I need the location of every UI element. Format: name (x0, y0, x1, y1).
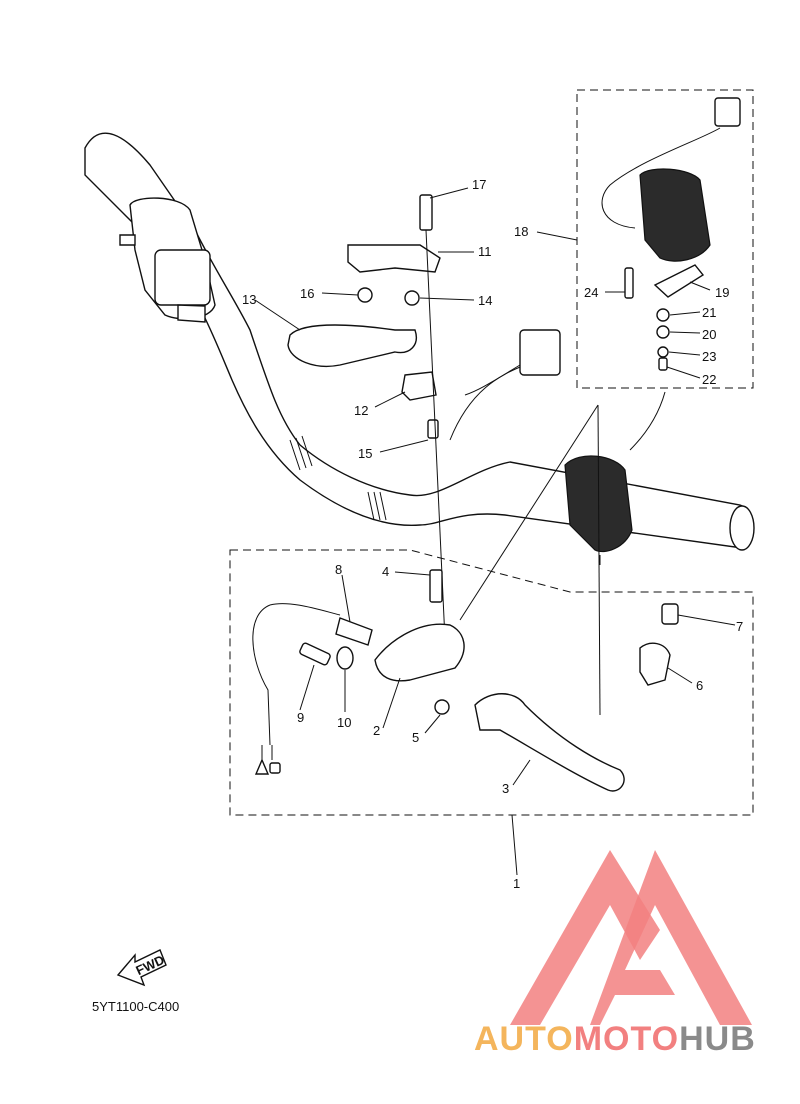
callout-6: 6 (696, 678, 703, 693)
callout-12: 12 (354, 403, 368, 418)
lever-assembly-box (229, 549, 754, 816)
callout-16: 16 (300, 286, 314, 301)
part-18-switch (601, 97, 741, 262)
callout-9: 9 (297, 710, 304, 725)
watermark-part-1: AUTO (474, 1020, 574, 1058)
callout-labels: 1 2 3 4 5 6 7 8 9 10 11 12 13 14 15 16 1… (242, 177, 743, 891)
callout-22: 22 (702, 372, 716, 387)
callout-7: 7 (736, 619, 743, 634)
callout-8: 8 (335, 562, 342, 577)
diagram-code: 5YT1100-C400 (92, 999, 179, 1014)
callout-20: 20 (702, 327, 716, 342)
callout-15: 15 (358, 446, 372, 461)
watermark-text: AUTOMOTOHUB (474, 1020, 756, 1059)
switch-assembly-box (576, 89, 754, 389)
callout-19: 19 (715, 285, 729, 300)
part-11-bracket (347, 244, 441, 273)
wire-connector (464, 329, 561, 396)
callout-1: 1 (513, 876, 520, 891)
part-13-lever (287, 324, 417, 367)
callout-2: 2 (373, 723, 380, 738)
callout-14: 14 (478, 293, 492, 308)
handlebar (84, 132, 755, 551)
callout-18: 18 (514, 224, 528, 239)
fwd-arrow: FWD (116, 949, 167, 987)
part-12-bracket (401, 371, 437, 401)
master-cylinder (119, 197, 216, 323)
callout-13: 13 (242, 292, 256, 307)
callout-21: 21 (702, 305, 716, 320)
callout-3: 3 (502, 781, 509, 796)
leader-lines (254, 187, 736, 876)
callout-10: 10 (337, 715, 351, 730)
callout-24: 24 (584, 285, 598, 300)
callout-17: 17 (472, 177, 486, 192)
callout-11: 11 (478, 244, 492, 259)
callout-23: 23 (702, 349, 716, 364)
lever-assembly (252, 569, 679, 792)
watermark-part-2: MOTO (573, 1020, 680, 1058)
callout-4: 4 (382, 564, 389, 579)
watermark-logo (510, 850, 752, 1025)
fwd-label: FWD (133, 952, 166, 978)
watermark-part-3: HUB (679, 1020, 756, 1058)
callout-5: 5 (412, 730, 419, 745)
switch-small-parts (624, 264, 705, 451)
